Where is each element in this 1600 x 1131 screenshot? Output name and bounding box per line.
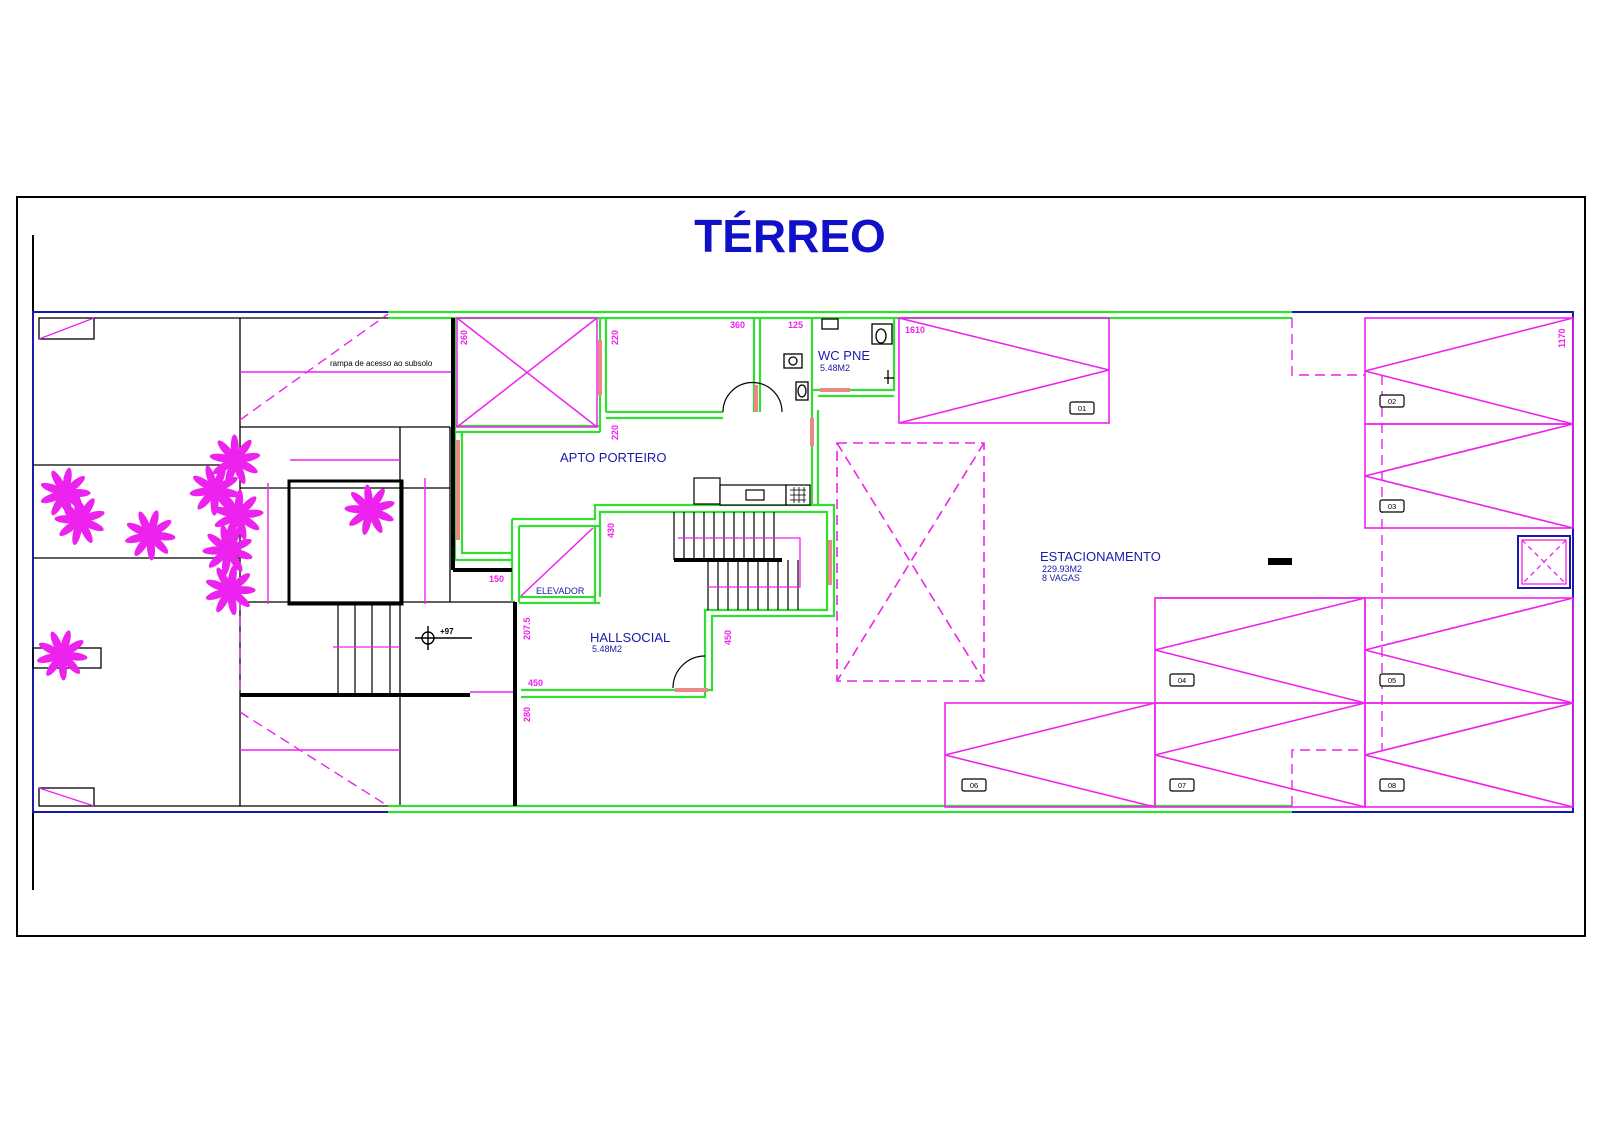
parking-spots [898, 317, 1574, 808]
elevator-shaft [520, 527, 594, 597]
room-estacionamento: ESTACIONAMENTO [1040, 549, 1161, 564]
dim-207-5: 207.5 [522, 617, 532, 640]
building-walls [388, 310, 1292, 814]
spot-label-05: 05 [1388, 676, 1396, 685]
ramp-label: rampa de acesso ao subsolo [330, 359, 433, 368]
stove-grid [790, 487, 806, 503]
dim-1170: 1170 [1557, 328, 1567, 348]
palm-tree-icon [189, 465, 241, 516]
spot-label-07: 07 [1178, 781, 1186, 790]
room-wc-pne-area: 5.48M2 [820, 363, 850, 373]
main-stairs [673, 512, 799, 610]
shaft-top [456, 317, 598, 428]
ramp-lines [239, 313, 455, 807]
spot-label-04: 04 [1178, 676, 1186, 685]
room-wc-pne: WC PNE [818, 348, 870, 363]
room-hall-social-area: 5.48M2 [592, 644, 622, 654]
stair-walk-line [678, 537, 801, 588]
spot-label-08: 08 [1388, 781, 1396, 790]
dim-125: 125 [788, 320, 803, 330]
palm-tree-icon [37, 630, 88, 681]
level-marker-icon [415, 626, 472, 650]
dim-260: 260 [459, 330, 469, 345]
palm-tree-icon [202, 524, 253, 576]
room-apto-porteiro: APTO PORTEIRO [560, 450, 666, 465]
wc-fixtures [783, 318, 894, 401]
parking-dashed-lines [1291, 318, 1383, 806]
palm-tree-icon [125, 510, 176, 561]
level-mark: +97 [440, 627, 454, 636]
door-marks [456, 340, 850, 692]
spot-label-01: 01 [1078, 404, 1086, 413]
dim-220-b: 220 [610, 425, 620, 440]
black-mark [1268, 558, 1292, 565]
drawing-title: TÉRREO [694, 210, 886, 262]
palm-tree-icon [209, 434, 261, 485]
spot-label-03: 03 [1388, 502, 1396, 511]
dim-450-b: 450 [528, 678, 543, 688]
palm-tree-icon [344, 484, 395, 535]
black-walls [451, 318, 517, 806]
spot-number-boxes [961, 394, 1405, 792]
room-estacionamento-spaces: 8 VAGAS [1042, 573, 1080, 583]
spot-label-06: 06 [970, 781, 978, 790]
front-corner-marks [38, 317, 95, 807]
room-estacionamento-area: 229.93M2 [1042, 564, 1082, 574]
palm-tree-icon [205, 564, 256, 616]
palm-tree-icon [213, 489, 264, 540]
dim-150: 150 [489, 574, 504, 584]
right-shaft [1517, 535, 1571, 589]
kitchen-counter [693, 477, 811, 506]
sheet-border [16, 196, 1586, 937]
dim-220-a: 220 [610, 330, 620, 345]
spot-label-02: 02 [1388, 397, 1396, 406]
dim-360: 360 [730, 320, 745, 330]
room-hall-social: HALLSOCIAL [590, 630, 670, 645]
dim-280: 280 [522, 707, 532, 722]
dim-430: 430 [606, 523, 616, 538]
room-elevador: ELEVADOR [536, 586, 585, 596]
dim-1610: 1610 [905, 325, 925, 335]
palm-tree-icon [54, 494, 105, 545]
central-void [836, 442, 985, 682]
palm-trees [37, 434, 395, 681]
door-swings [672, 381, 783, 689]
dim-450-a: 450 [723, 630, 733, 645]
courtyard-box [287, 479, 404, 606]
front-stairs [333, 604, 400, 695]
